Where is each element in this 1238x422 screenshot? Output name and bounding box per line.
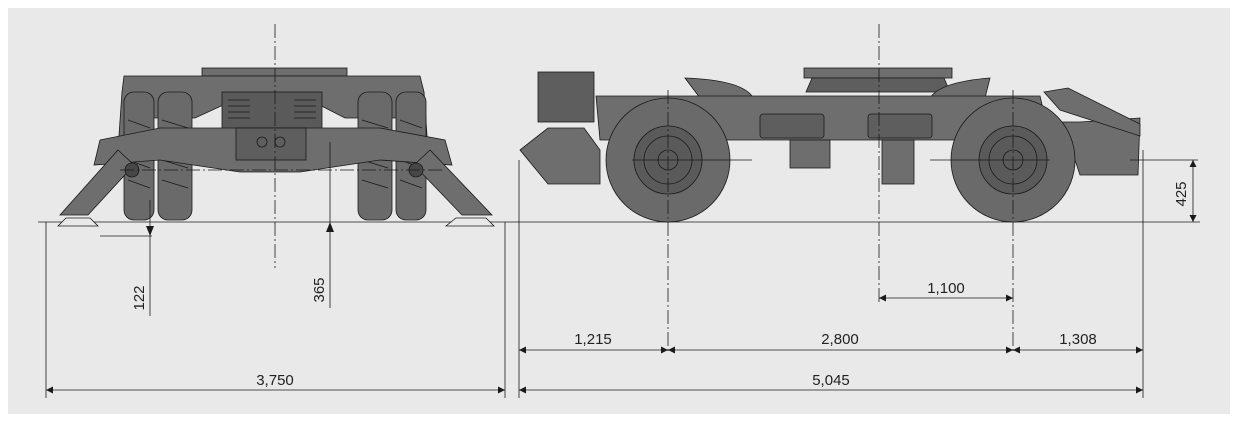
extension-lines <box>45 150 1198 398</box>
side-tank <box>789 139 831 169</box>
front-view <box>57 24 495 268</box>
front-grille-slats <box>228 99 316 119</box>
front-hitch-block <box>235 127 307 161</box>
ground-clearance-label: 122 <box>131 285 148 310</box>
front-track-label: 3,750 <box>256 372 294 389</box>
front-right-foot <box>444 217 495 227</box>
front-box <box>537 71 595 123</box>
overall-length-label: 5,045 <box>812 372 850 389</box>
kingpin-offset-label: 1,100 <box>927 280 965 297</box>
rear-overhang-label: 1,308 <box>1059 331 1097 348</box>
front-left-outrigger <box>59 149 135 216</box>
front-deck-plate <box>201 67 348 77</box>
front-hitch-pin-left <box>256 136 268 148</box>
dim-arrow-frame-height <box>326 222 334 232</box>
front-overhang-label: 1,215 <box>574 331 612 348</box>
fifth-wheel-base <box>805 77 951 93</box>
fifth-wheel-plate <box>803 67 953 79</box>
rear-drawbar <box>1043 87 1141 137</box>
frame-height-label: 365 <box>311 277 328 302</box>
front-right-outrigger <box>413 149 493 216</box>
dim-arrow-ground-clearance <box>146 226 154 236</box>
side-bracket <box>881 139 915 185</box>
front-coupling <box>519 127 601 185</box>
toolbox-left <box>759 113 825 139</box>
wheelbase-label: 2,800 <box>821 331 859 348</box>
toolbox-right <box>867 113 933 139</box>
side-view <box>519 24 1141 354</box>
front-left-foot <box>57 217 99 227</box>
side-height-label: 425 <box>1173 181 1190 206</box>
